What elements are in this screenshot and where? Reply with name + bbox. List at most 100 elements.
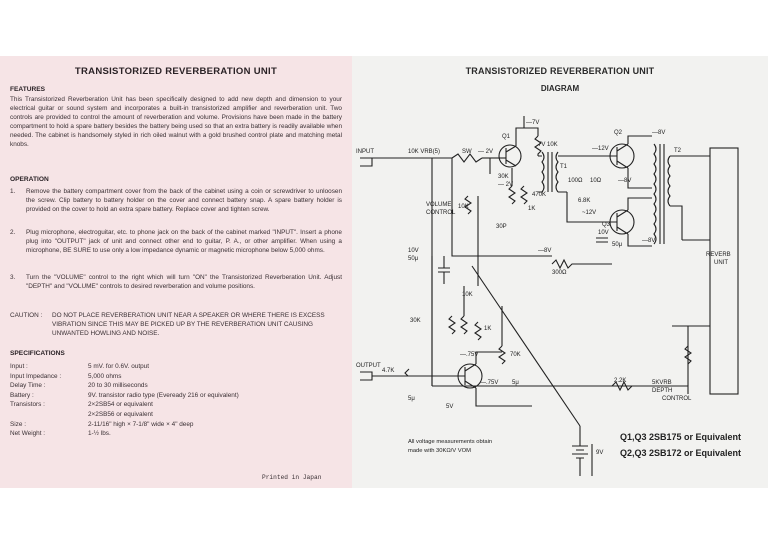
resistor-30k [508,185,516,205]
label-300-ohm: 300Ω [552,270,567,276]
resistor-10k-c [460,315,468,335]
label-5u-b: 5μ [408,396,415,402]
schematic-page: TRANSISTORIZED REVERBERATION UNIT DIAGRA… [352,56,768,488]
label-q2: Q2 [614,130,623,136]
step-text: Turn the "VOLUME" control to the right w… [26,274,342,290]
step-number: 1. [10,188,16,195]
caution-text: DO NOT PLACE REVERBERATION UNIT NEAR A S… [52,312,325,337]
label-depth-control: CONTROL [662,396,692,402]
spec-row: Input :5 mV. for 0.6V. output [10,362,342,372]
voltage-note: All voltage measurements obtain made wit… [408,438,492,455]
spec-key: Net Weight : [10,430,46,438]
resistor-1k-b [474,321,482,341]
reverb-unit-box [709,147,739,395]
spec-row: Size :2-11/16" high × 7-1/8" wide × 4" d… [10,420,342,430]
label-2-2k: 2.2K [614,378,626,384]
circuit-diagram: INPUT 10K VRB(5) SW — 2V —7V 7V 10K —12V… [356,116,739,476]
transformer-t1-core [547,152,553,192]
label-q3: Q3 [602,222,611,228]
label-1k-a: 1K [528,206,535,212]
step-number: 2. [10,229,16,236]
label-depth: DEPTH [652,388,672,394]
label-10v: 10V [408,248,419,254]
spec-row: Delay Time : 20 to 30 milliseconds [10,381,342,391]
label-8v-d: —8V [538,248,551,254]
spec-row: Input Impedance : 5,000 ohms [10,372,342,382]
label-5u: 5μ [512,380,519,386]
resistor-10k [534,135,542,156]
label-2v-b: — 2V [498,182,513,188]
resistor-4-7k [404,368,410,377]
transistor-q1 [498,144,522,168]
spec-value: 20 to 30 milliseconds [88,382,148,390]
label-8v-b: —8V [618,178,631,184]
wire [515,127,524,146]
features-text: This Transistorized Reverberation Unit h… [10,96,342,148]
voltage-note-line-2: made with 30KΩ/V VOM [408,447,471,454]
operation-heading: OPERATION [10,176,49,183]
resistor-30k-b [448,315,456,335]
transistor-legend-2: Q2,Q3 2SB172 or Equivalent [620,448,742,458]
spec-row: Net Weight :1-½ lbs. [10,429,342,439]
label-t2: T2 [674,148,682,154]
spec-row: 2×2SB56 or equivalent [10,410,342,420]
spec-value: 5,000 ohms [88,372,122,380]
spec-value: 2×2SB56 or equivalent [88,410,153,418]
instruction-page: TRANSISTORIZED REVERBERATION UNIT FEATUR… [0,56,352,488]
label-t1: T1 [560,164,568,170]
caution-label: CAUTION : [10,312,43,319]
spec-key: Delay Time : [10,382,46,390]
label-6-8k: 6.8K [578,198,590,204]
schematic-labels: INPUT 10K VRB(5) SW — 2V —7V 7V 10K —12V… [356,120,731,456]
volume-potentiometer [464,195,472,215]
label-volume: VOLUME [426,202,451,208]
label-1k-b: 1K [484,326,491,332]
input-jack-symbol [360,157,373,167]
spec-value: 2×2SB54 or equivalent [88,401,153,409]
label-8v-a: —8V [652,130,665,136]
spec-key: Input Impedance : [10,372,62,380]
label-vr: 10K VRB(5) [408,149,440,155]
label-input: INPUT [356,149,374,155]
resistor-300 [551,258,612,270]
label-30k: 30K [498,174,509,180]
label-unit: UNIT [714,260,728,266]
label-075v-b: —.75V [480,380,498,386]
label-5kvrb: 5KVRB [652,380,672,386]
specifications-list: Input :5 mV. for 0.6V. output Input Impe… [10,362,342,439]
label-50u: 50μ [408,256,419,262]
resistor-2-2k [611,380,633,392]
label-10-ohm: 10Ω [590,178,602,184]
label-2v: — 2V [478,149,493,155]
label-q1: Q1 [502,134,511,140]
label-10k-b: 10K [458,204,469,210]
spec-key: Input : [10,363,28,370]
label-100-ohm: 100Ω [568,178,583,184]
label-5v: 5V [446,404,453,410]
document-title: TRANSISTORIZED REVERBERATION UNIT [74,66,278,77]
spec-key: Size : [10,420,26,428]
resistor-1k [520,185,528,205]
step-text: Plug microphone, electroguitar, etc. to … [26,229,342,254]
transistor-legend-1: Q1,Q3 2SB175 or Equivalent [620,432,742,442]
spec-key: Transistors : [10,401,45,409]
label-sw: SW [462,149,472,155]
label-output: OUTPUT [356,363,381,369]
label-10k-top: 7V 10K [538,142,558,148]
label-50u-b: 50μ [612,242,623,248]
step-number: 3. [10,274,16,281]
output-jack-symbol [360,371,373,381]
resistor-70k [498,345,506,365]
features-heading: FEATURES [10,86,46,93]
voltage-note-line-1: All voltage measurements obtain [408,439,493,445]
spec-row: Battery :9V. transistor radio type (Ever… [10,391,342,401]
label-12v: —12V [592,146,609,152]
label-reverb: REVERB [706,252,731,258]
resistor-vr [451,153,483,163]
schematic-title: TRANSISTORIZED REVERBERATION UNIT [465,66,655,76]
battery-symbol [572,426,588,476]
spec-row: Transistors : 2×2SB54 or equivalent [10,400,342,410]
schematic-subtitle: DIAGRAM [540,84,580,93]
label-30p: 30P [496,224,507,230]
step-text: Remove the battery compartment cover fro… [26,188,342,213]
